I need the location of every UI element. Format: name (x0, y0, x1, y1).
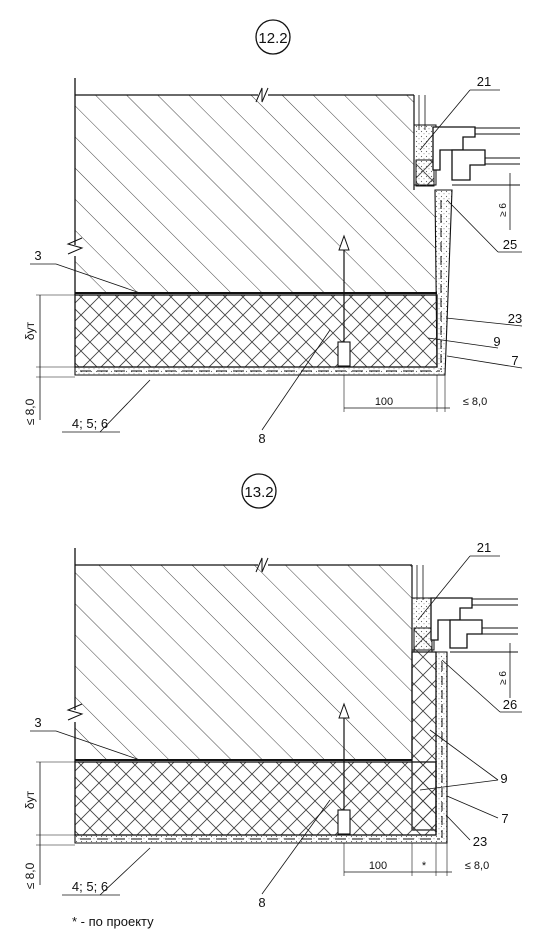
callout-7: 7 (511, 353, 518, 368)
sealant-tape (413, 627, 433, 653)
callout-21: 21 (477, 540, 491, 555)
footnote: * - по проекту (72, 914, 154, 929)
callout-4-5-6: 4; 5; 6 (72, 879, 108, 894)
dim-100: 100 (369, 860, 387, 872)
callout-21: 21 (477, 74, 491, 89)
callout-25: 25 (503, 237, 517, 252)
dim-label: ≤ 8,0 (23, 862, 37, 889)
callout-9: 9 (500, 771, 507, 786)
insulation-slab (74, 761, 437, 836)
insulation-slab (74, 294, 438, 368)
callout-9: 9 (493, 334, 500, 349)
detail-marker-12-2 (255, 19, 291, 55)
dim-ge6: ≥ 6 (498, 203, 509, 217)
callout-23: 23 (473, 834, 487, 849)
dim-100: 100 (375, 396, 393, 408)
callout-3: 3 (34, 715, 41, 730)
concrete-wall (75, 95, 435, 293)
dim-ge6: ≥ 6 (498, 671, 509, 685)
concrete-wall (75, 565, 412, 760)
detail-id-13-2: 13.2 (244, 484, 273, 501)
dim-star: * (422, 860, 427, 872)
callout-8: 8 (258, 895, 265, 910)
thickness-label: δут (23, 321, 37, 340)
dim-le8: ≤ 8,0 (463, 396, 487, 408)
callout-8: 8 (258, 431, 265, 446)
break-mark (66, 703, 84, 721)
detail-12-2: 12.2 (23, 19, 522, 446)
callout-4-5-6: 4; 5; 6 (72, 416, 108, 431)
detail-13-2: 13.2 (23, 473, 522, 910)
callout-23: 23 (508, 311, 522, 326)
sealant-tape (415, 159, 435, 187)
window-sash (449, 619, 483, 649)
window-sash (451, 149, 486, 181)
callout-7: 7 (501, 811, 508, 826)
break-mark (255, 87, 269, 103)
break-mark (66, 237, 84, 255)
thickness-label: δут (23, 790, 37, 809)
callout-3: 3 (34, 248, 41, 263)
dim-label: ≤ 8,0 (23, 398, 37, 425)
detail-id-12-2: 12.2 (258, 30, 287, 47)
callout-26: 26 (503, 697, 517, 712)
break-mark (255, 557, 269, 573)
detail-marker-13-2 (241, 473, 277, 509)
dim-le8: ≤ 8,0 (465, 860, 489, 872)
